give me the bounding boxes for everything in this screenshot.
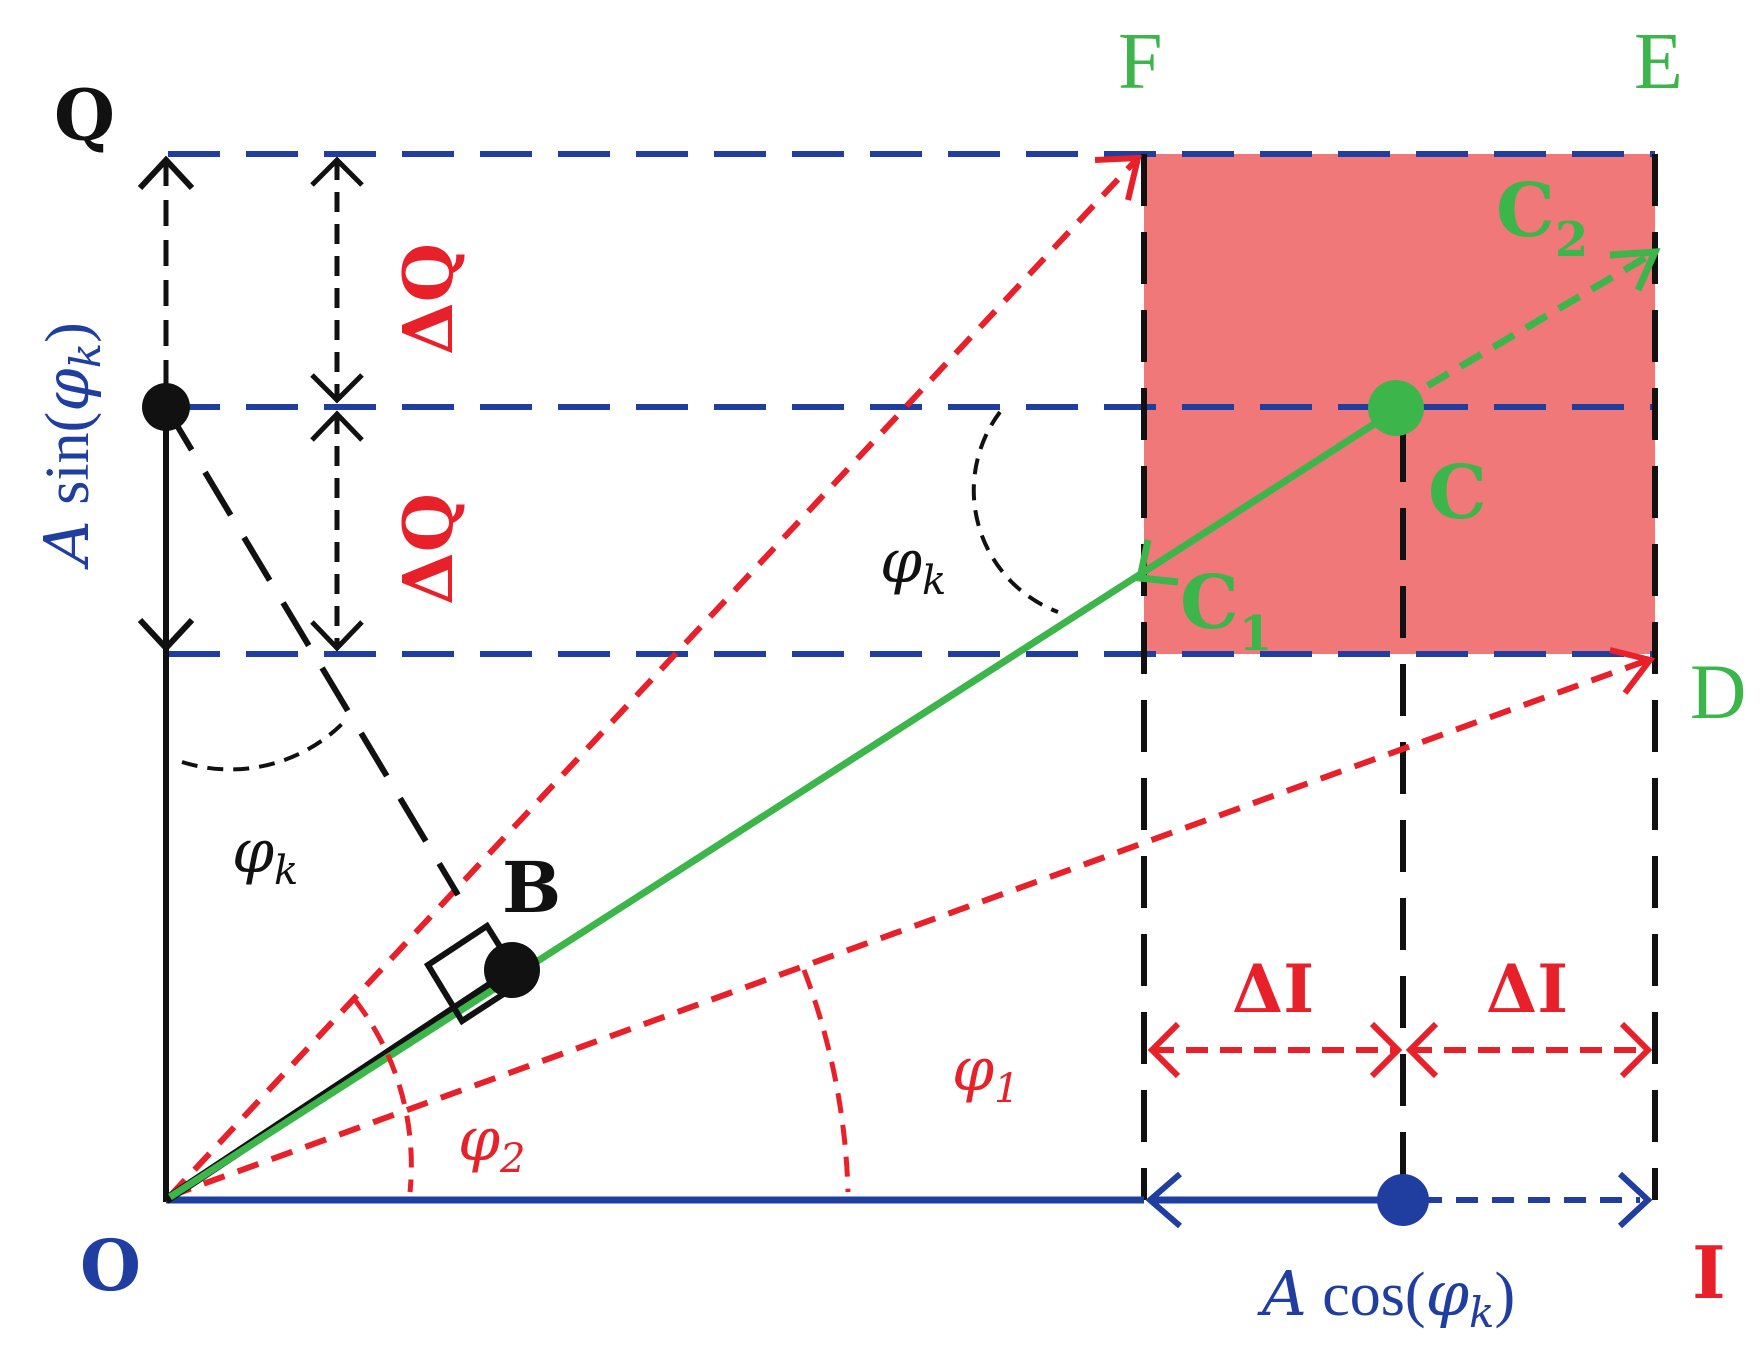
label-o: O: [80, 1224, 141, 1307]
c2-arrowhead: [1609, 248, 1661, 292]
red-arrowhead-d: [1609, 647, 1656, 695]
label-c: C: [1428, 450, 1487, 536]
red-arrowhead-f: [1094, 154, 1142, 201]
label-c2: C2: [1496, 168, 1588, 268]
label-a-cos: A cos(φk): [1257, 1257, 1515, 1337]
a-sin-arrowhead-bottom: [137, 617, 195, 653]
a-cos-arrowhead-left: [1145, 1171, 1182, 1229]
delta-i-arrows: [1147, 1021, 1653, 1079]
label-e: E: [1634, 18, 1683, 106]
label-c1: C1: [1180, 560, 1272, 662]
a-cos-arrowhead-right: [1617, 1171, 1653, 1229]
label-delta-q-lower: ΔQ: [389, 493, 469, 605]
label-phi-1: φ1: [952, 1035, 1019, 1112]
phi-k-arc-left: [181, 722, 344, 772]
label-delta-i-left: ΔI: [1232, 950, 1314, 1028]
red-dashed-vectors: [167, 157, 1650, 1199]
phi-2-arc: [353, 998, 414, 1193]
blue-dashed-lines: [168, 151, 1655, 657]
label-phi-k-left: φk: [232, 817, 298, 894]
label-delta-i-right: ΔI: [1486, 950, 1568, 1028]
label-f: F: [1118, 18, 1163, 106]
label-b: B: [502, 846, 561, 929]
a-sin-arrowhead-top: [137, 155, 195, 191]
label-a-sin: A sin(φk): [30, 322, 110, 570]
vector-green-main: [168, 407, 1398, 1200]
label-delta-q-upper: ΔQ: [389, 243, 469, 355]
point-b: [484, 942, 540, 998]
vector-c-c2: [1393, 251, 1652, 409]
phi-k-arc-upper: [971, 410, 1059, 614]
delta-q-arrows: [310, 156, 364, 652]
phi-1-arc: [801, 969, 851, 1193]
projection-line: [163, 405, 461, 897]
point-c: [1368, 380, 1424, 436]
point-a-sin: [142, 383, 190, 431]
label-phi-k-upper: φk: [880, 527, 946, 604]
black-vertical-dashes: [1141, 154, 1658, 1200]
point-a-cos: [1377, 1174, 1429, 1226]
label-phi-2: φ2: [458, 1105, 525, 1182]
c1-arrowhead: [1135, 539, 1179, 586]
label-d: D: [1690, 648, 1746, 735]
label-i: I: [1692, 1230, 1726, 1315]
label-q: Q: [54, 74, 115, 157]
